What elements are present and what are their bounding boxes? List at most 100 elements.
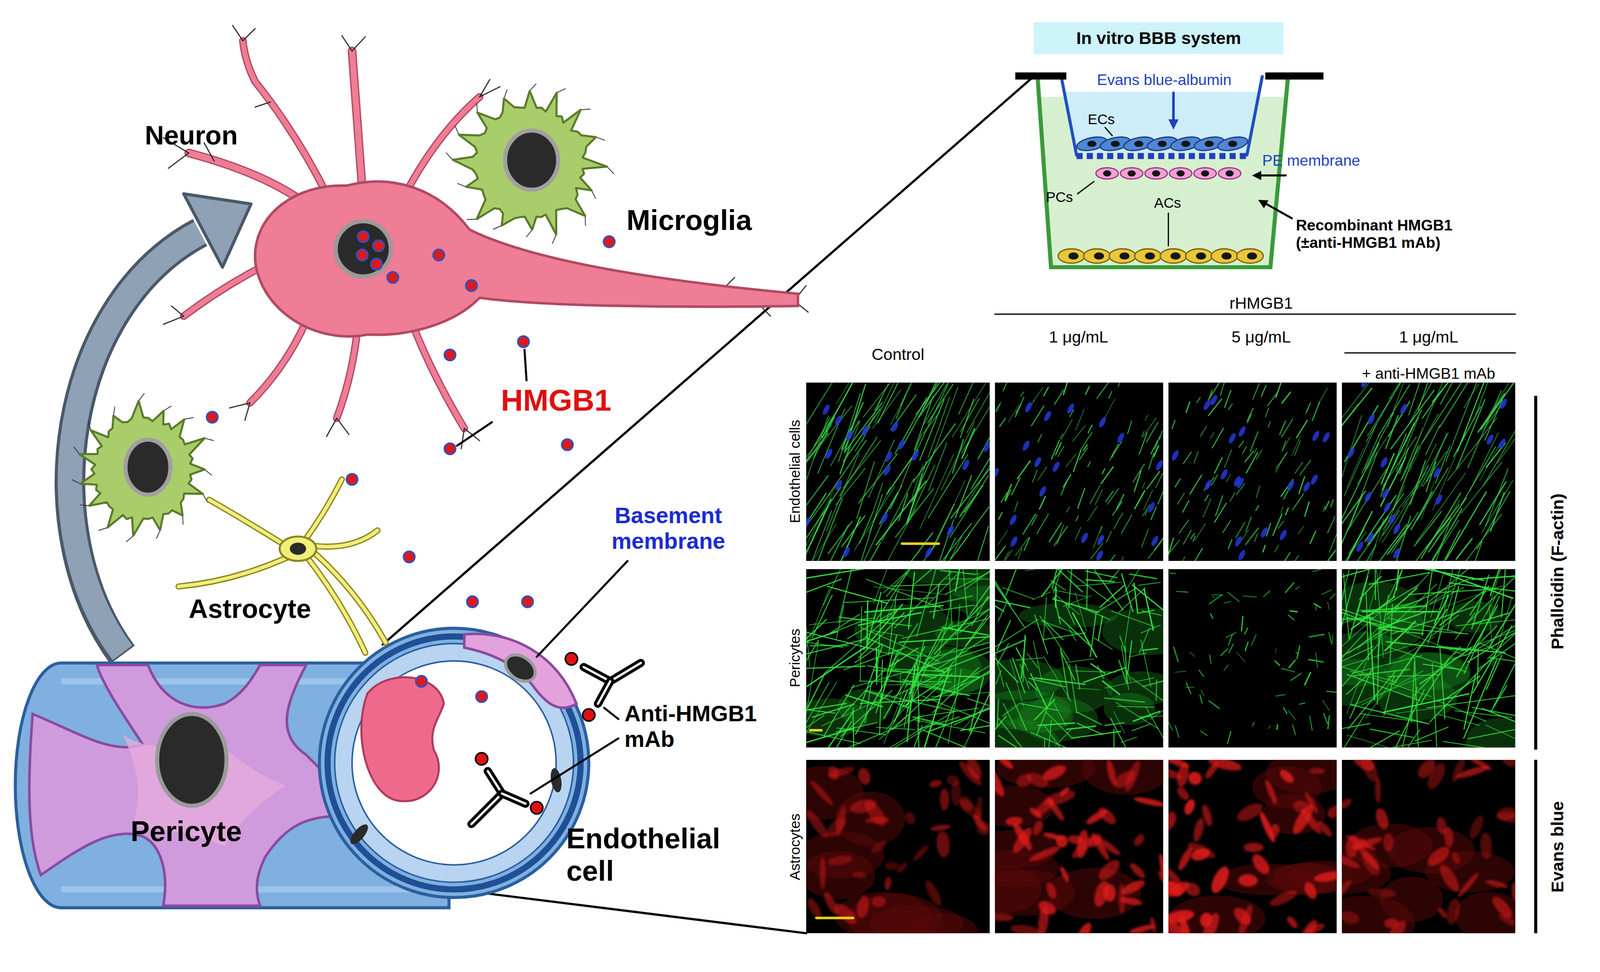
actin-fiber [1299,460,1311,476]
actin-fiber [1039,616,1069,661]
actin-fiber [1190,652,1196,657]
actin-fiber [1002,587,1034,600]
actin-fiber [1282,440,1286,451]
evans-blue-stain [1044,880,1059,901]
actin-fiber [1401,688,1417,749]
actin-fiber [1422,451,1447,487]
pericyte-cell [1144,167,1168,179]
actin-fiber [1101,466,1114,484]
actin-fiber [1341,646,1374,675]
arrow-head [1252,171,1262,181]
dendrite-twig [243,28,256,41]
actin-fiber [1004,551,1010,560]
actin-fiber [806,424,832,476]
nucleus-stain [1387,513,1398,526]
actin-fiber [1254,448,1257,454]
nucleus-stain [1203,478,1213,491]
actin-fiber [1113,513,1123,530]
actin-fiber [998,603,1007,622]
actin-fiber [1016,648,1026,666]
actin-fiber [1076,712,1102,725]
actin-fiber [1227,731,1231,744]
actin-fiber [1490,685,1507,712]
actin-fiber [915,382,962,415]
insert-wall [1246,76,1263,156]
actin-fiber [1145,415,1148,421]
actin-fiber [1280,506,1283,514]
actin-fiber [1077,488,1085,509]
dendrite-twig [352,36,366,52]
cell-process [446,152,453,160]
astrocyte-process-outline [311,530,378,548]
evans-blue-stain [1435,816,1449,836]
pericyte-cell [1194,167,1217,179]
evans-blue-stain [1131,832,1147,849]
nucleus-stain [1285,479,1296,492]
actin-fiber [1080,432,1093,451]
actin-fiber [1247,408,1254,421]
actin-fiber [1251,634,1256,646]
actin-fiber [1329,531,1337,553]
actin-fiber [994,546,1006,562]
actin-fiber [1411,504,1460,562]
actin-fiber [1288,660,1296,668]
cell-nucleus [1200,170,1210,177]
cell-process [476,103,478,113]
actin-fiber [1292,493,1304,511]
actin-fiber [1008,404,1019,423]
actin-fiber [1051,440,1060,460]
actin-fiber [1383,675,1395,716]
actin-fiber [911,648,957,678]
actin-fiber [1390,390,1435,449]
actin-fiber [1145,706,1164,748]
actin-fiber [1281,418,1293,437]
actin-fiber [1276,725,1278,730]
microglia-nucleus [504,130,559,190]
nucleus-stain [1309,473,1320,486]
actin-fiber [1209,390,1212,399]
actin-fiber [1325,501,1329,510]
vessel-lumen [352,661,557,865]
evans-blue-stain [1373,807,1391,831]
actin-fiber [1066,726,1096,730]
actin-fiber [1245,528,1259,545]
cell-process [584,216,586,226]
cell-process [493,225,502,230]
cell-process [182,515,184,525]
evans-blue-stain [1027,844,1062,865]
actin-fiber [1148,453,1154,470]
actin-fiber [952,439,964,474]
actin-fiber [994,599,1030,608]
actin-fiber [806,475,829,506]
actin-fiber [1209,654,1211,664]
actin-fiber [1411,569,1485,581]
actin-fiber [1094,637,1113,650]
actin-fiber [1085,386,1090,395]
nucleus-stain [961,459,971,472]
actin-fiber [1175,671,1187,673]
actin-fiber [1108,391,1112,399]
hmgb1-dot [415,676,427,688]
evans-blue-stain [1230,904,1255,929]
evans-blue-stain [922,878,945,909]
part-label: Astrocyte [188,593,312,625]
hmgb1-dot [444,443,456,455]
actin-fiber [1292,724,1296,735]
actin-fiber [1066,507,1070,513]
actin-fiber [843,408,880,462]
antibody-chain-gap [610,663,641,682]
actin-fiber [863,382,901,418]
actin-fiber [1185,687,1195,689]
nucleus-stain [1301,480,1312,493]
microglia [446,84,614,244]
antibody-chain [583,667,611,682]
actin-fiber [1109,441,1122,461]
actin-fiber [1220,382,1225,396]
actin-fiber [1075,409,1085,430]
actin-fiber [1386,641,1468,651]
cell-process [99,527,108,531]
actin-fiber [1175,478,1181,488]
actin-fiber [1341,415,1362,492]
evans-blue-stain [1168,764,1184,782]
pointer-arrow [1261,174,1286,177]
